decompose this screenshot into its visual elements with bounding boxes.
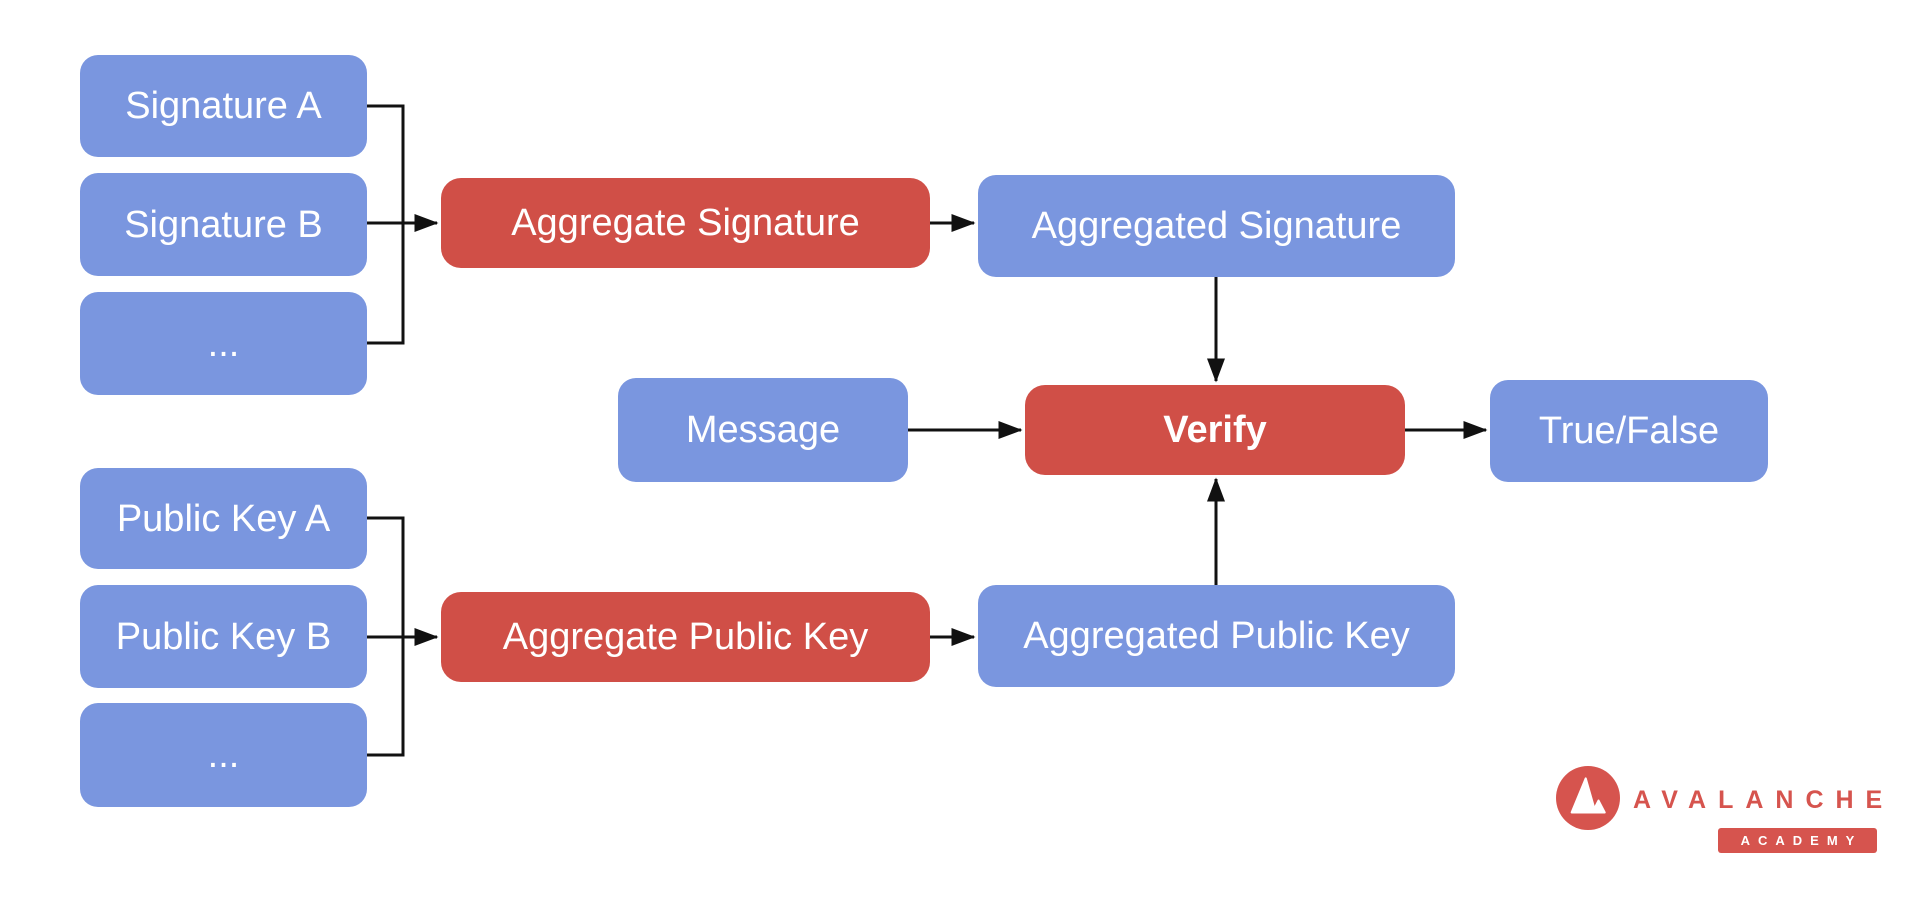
node-public-keys-ellipsis: ... — [80, 703, 367, 807]
avalanche-academy-logo: AVALANCHE ACADEMY — [1556, 760, 1886, 860]
node-aggregate-public-key: Aggregate Public Key — [441, 592, 930, 682]
node-public-key-a: Public Key A — [80, 468, 367, 569]
node-aggregated-public-key: Aggregated Public Key — [978, 585, 1455, 687]
node-aggregated-signature: Aggregated Signature — [978, 175, 1455, 277]
node-signatures-ellipsis: ... — [80, 292, 367, 395]
avalanche-wordmark: AVALANCHE — [1633, 786, 1895, 814]
node-message: Message — [618, 378, 908, 482]
node-true-false: True/False — [1490, 380, 1768, 482]
node-verify: Verify — [1025, 385, 1405, 475]
academy-badge: ACADEMY — [1718, 828, 1877, 853]
node-public-key-b: Public Key B — [80, 585, 367, 688]
avalanche-logo-icon — [1556, 766, 1620, 830]
node-signature-b: Signature B — [80, 173, 367, 276]
node-aggregate-signature: Aggregate Signature — [441, 178, 930, 268]
node-signature-a: Signature A — [80, 55, 367, 157]
